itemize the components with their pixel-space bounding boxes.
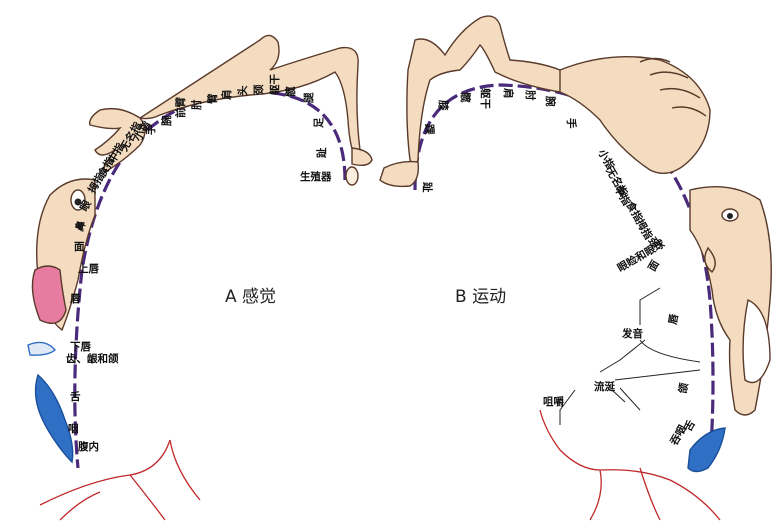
sensory-label-face: 面 [74, 241, 85, 253]
motor-callout-lines [560, 288, 700, 425]
sensory-label-elbow: 肘 [190, 99, 203, 110]
sensory-label-intra-abdominal: 腹内 [78, 440, 99, 453]
motor-label-hand: 手 [565, 118, 578, 129]
motor-label-elbow: 肘 [524, 90, 537, 101]
panel-a-title: A 感觉 [225, 287, 276, 307]
panel-b-title: B 运动 [455, 287, 506, 307]
sensory-label-shoulder: 肩 [220, 90, 233, 101]
sensory-label-head: 头 [236, 85, 249, 96]
motor-label-jaw: 颌 [676, 381, 691, 394]
motor-label-toes: 趾 [421, 182, 434, 193]
motor-label-knee: 膝 [437, 100, 450, 111]
motor-label-ankle: 踝 [423, 124, 435, 135]
sensory-label-arm: 臂 [206, 93, 219, 104]
sensory-label-toes: 趾 [315, 147, 328, 158]
sensory-label-upper-lip: 上唇 [78, 262, 99, 275]
sensory-label-wrist: 腕 [160, 115, 173, 126]
motor-label-lips: 唇 [667, 313, 681, 326]
sensory-label-foot: 足 [313, 117, 325, 128]
sensory-label-hip: 髋 [284, 86, 297, 97]
motor-label-wrist: 腕 [544, 96, 557, 107]
sensory-label-tongue: 舌 [70, 390, 81, 403]
sensory-label-pharynx: 咽 [68, 423, 79, 435]
cortical-blood-vessels [40, 410, 720, 520]
salivation-annotation: 流涎 [594, 380, 615, 393]
sensory-labels: 生殖器趾足腿髋躯干颈头肩臂肘前臂腕手小指无名指中指食指拇指眼鼻面上唇唇下唇齿、龈… [66, 74, 332, 453]
sensory-label-forearm: 前臂 [174, 97, 187, 118]
motor-label-trunk: 躯干 [479, 87, 492, 109]
sensory-label-genitals: 生殖器 [300, 170, 332, 183]
motor-label-eyelid-eyeball: 眼睑和眼球 [615, 237, 667, 275]
sensory-label-lower-lip: 下唇 [70, 341, 91, 353]
sensory-label-neck: 颈 [253, 84, 265, 96]
mastication-annotation: 咀嚼 [543, 395, 564, 408]
sensory-label-trunk: 躯干 [268, 74, 281, 96]
vocalization-annotation: 发音 [621, 327, 643, 340]
sensory-label-teeth-gums-jaw: 齿、龈和颌 [66, 352, 119, 365]
sensory-label-lips: 唇 [70, 293, 81, 305]
sensory-label-leg: 腿 [303, 92, 315, 103]
motor-label-face: 面 [646, 258, 662, 274]
motor-label-hip: 髋 [459, 92, 472, 103]
motor-label-shoulder: 肩 [502, 88, 515, 99]
